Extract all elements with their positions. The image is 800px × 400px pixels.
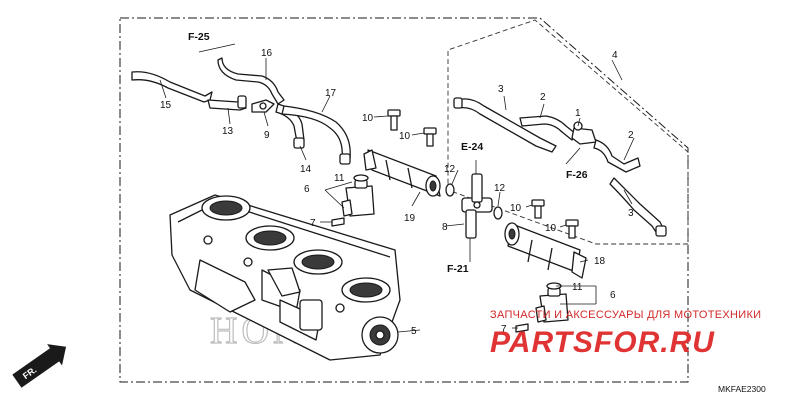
callout-7-lower: 7 [501,324,507,335]
callout-2-lower: 2 [628,130,634,141]
ref-e24: E-24 [461,141,483,153]
bolt-10c [531,199,545,219]
fuel-rail-18 [504,222,587,279]
callout-16: 16 [261,48,273,59]
tube-15 [131,71,213,103]
callout-2-upper: 2 [540,92,546,103]
tube-16 [217,57,285,105]
leader-lines [159,43,635,333]
callout-10c: 10 [510,203,522,214]
callout-12b: 12 [494,183,506,194]
ref-f25: F-25 [188,31,210,43]
callout-19: 19 [404,213,416,224]
callout-3-upper: 3 [498,84,504,95]
diagram-frame [119,17,689,383]
tube-2-upper [519,115,577,141]
bolt-10b [423,127,437,147]
callout-10a: 10 [362,113,374,124]
tube-3-lower [609,177,667,237]
callout-6-lower: 6 [610,290,616,301]
assembly-4-outline [447,19,689,245]
callout-11-lower: 11 [572,282,583,293]
callout-1: 1 [575,108,581,119]
callout-8: 8 [442,222,448,233]
diagram-code: MKFAE2300 [718,384,766,394]
callout-11-upper: 11 [334,173,345,184]
tube-3-upper [453,97,557,153]
callout-18: 18 [594,256,606,267]
throttle-body [169,194,401,361]
callout-10d: 10 [545,223,557,234]
joint-9 [251,99,275,113]
injector-6-lower [535,282,569,323]
callout-12a: 12 [444,164,456,175]
o-ring-12b [493,206,503,220]
callout-14: 14 [300,164,312,175]
callout-9: 9 [264,130,270,141]
watermark-logo: PARTSFOR.RU [490,326,715,359]
clip-7-lower [515,323,529,333]
fuel-rail-19 [363,149,441,197]
ref-f26: F-26 [566,169,588,181]
callout-4: 4 [612,50,618,61]
callout-6-upper: 6 [304,184,310,195]
joint-1 [571,121,597,145]
ref-f21: F-21 [447,263,469,275]
front-direction-arrow: FR. [12,344,67,388]
o-ring-12a [445,183,455,197]
tube-13 [207,95,247,111]
tube-2-lower [593,139,641,173]
callout-10b: 10 [399,131,411,142]
callout-17: 17 [325,88,337,99]
cross-joint-8 [461,173,493,239]
injector-6-upper [341,174,375,217]
clip-7-upper [331,217,345,227]
bolt-10a [387,109,401,131]
callout-13: 13 [222,126,234,137]
tube-17 [281,105,351,165]
callout-15: 15 [160,100,172,111]
callout-7-upper: 7 [310,218,316,229]
watermark-caption: ЗАПЧАСТИ И АКСЕССУАРЫ ДЛЯ МОТОТЕХНИКИ [490,309,761,321]
bolt-10d [565,219,579,239]
callout-3-lower: 3 [628,208,634,219]
callout-5: 5 [411,326,417,337]
